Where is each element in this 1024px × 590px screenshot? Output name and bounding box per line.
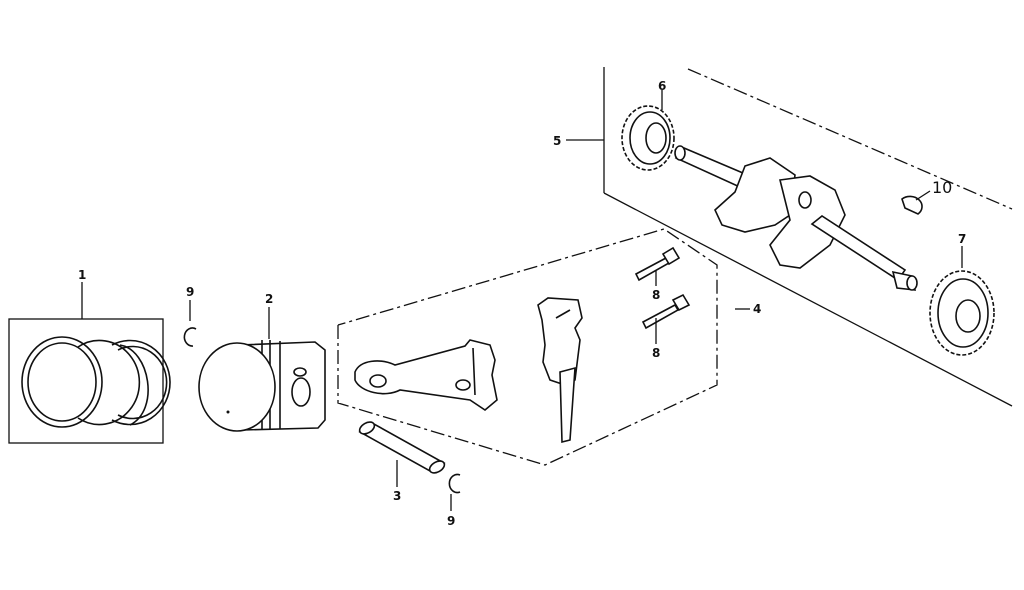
connecting-rod [354, 339, 498, 411]
piston [198, 340, 326, 432]
piston-pin-clip-lower [448, 473, 461, 494]
piston-pin [358, 421, 446, 474]
rod-bolt-lower [641, 293, 691, 330]
callout-8-upper: 8 [652, 288, 660, 302]
callout-9-upper: 9 [186, 285, 194, 299]
callout-4: 4 [753, 302, 761, 316]
governor-gear [929, 270, 995, 356]
callout-1: 1 [78, 268, 86, 282]
callout-2: 2 [265, 292, 273, 306]
piston-pin-clip-upper [183, 327, 197, 347]
callout-10: 10 [932, 178, 952, 197]
callout-5: 5 [553, 134, 561, 148]
piston-ring-set [8, 318, 171, 444]
rod-bolt-upper [634, 246, 681, 282]
callout-9-lower: 9 [447, 514, 455, 528]
connecting-rod-cap [537, 297, 583, 444]
crankshaft-assembly-outline [603, 67, 1013, 407]
callout-8-lower: 8 [652, 346, 660, 360]
woodruff-key [901, 195, 923, 215]
connecting-rod-assembly-outline [337, 228, 718, 466]
callout-7: 7 [958, 232, 966, 246]
crankshaft [674, 145, 918, 291]
crankshaft-gear [621, 105, 675, 171]
callout-3: 3 [393, 489, 401, 503]
callout-6: 6 [658, 79, 666, 93]
